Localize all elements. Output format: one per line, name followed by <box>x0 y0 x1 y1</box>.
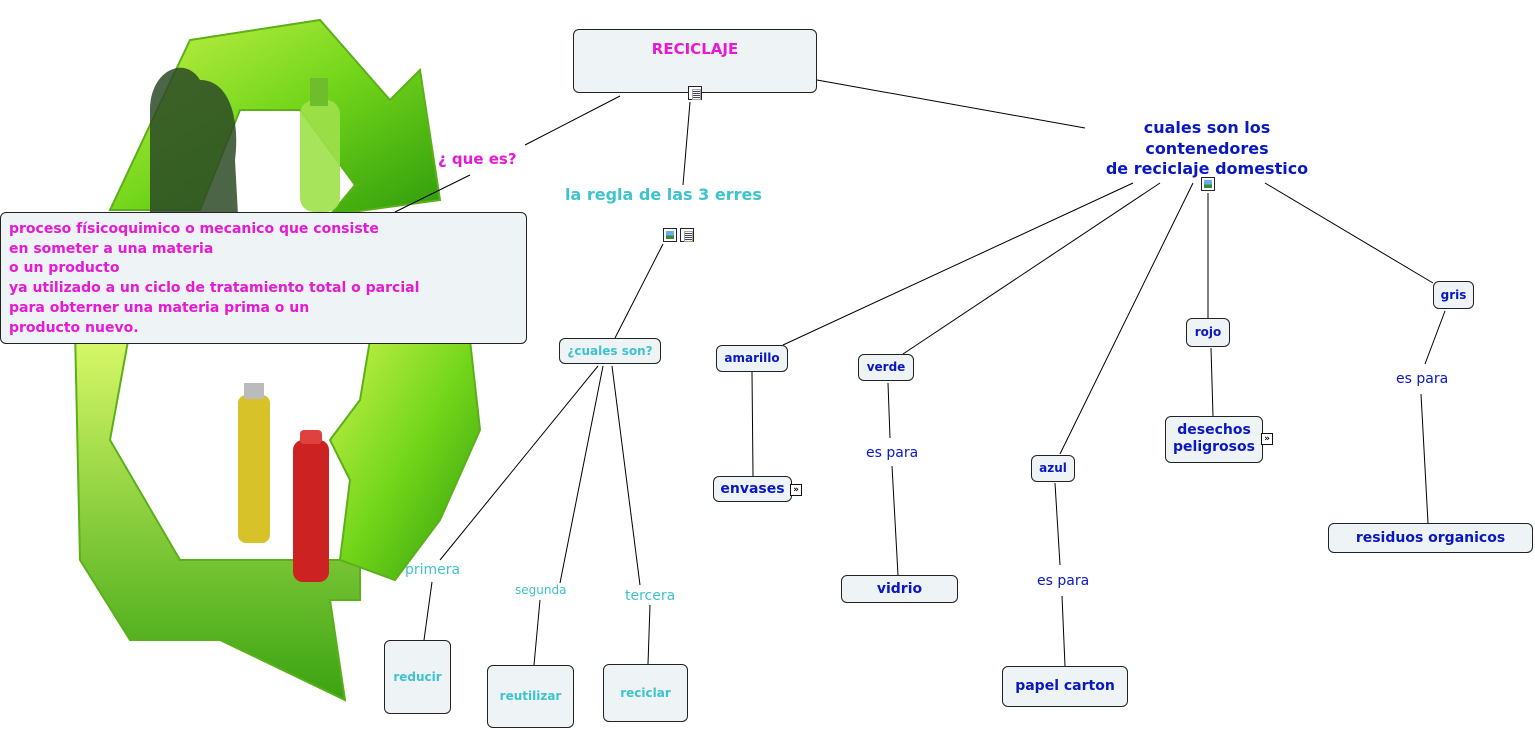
envases-label: envases <box>720 480 785 497</box>
peligrosos-line: peligrosos <box>1173 438 1255 455</box>
erres-title[interactable]: la regla de las 3 erres <box>565 185 762 204</box>
amarillo-label: amarillo <box>724 351 780 366</box>
root-title: RECICLAJE <box>651 40 739 58</box>
papel-carton-node[interactable]: papel carton <box>1002 666 1128 707</box>
contenedores-title-line: contenedores <box>1145 138 1269 158</box>
definition-line: producto nuevo. <box>9 319 139 336</box>
reutilizar-label: reutilizar <box>499 689 562 704</box>
desechos-line: desechos <box>1177 422 1251 438</box>
link-es-para-gris: es para <box>1396 371 1449 387</box>
definition-line: o un producto <box>9 260 120 277</box>
contenedores-title[interactable]: cuales son los contenedores de reciclaje… <box>1070 118 1344 180</box>
rojo-label: rojo <box>1194 325 1222 340</box>
vidrio-node[interactable]: vidrio <box>841 575 958 603</box>
link-segunda: segunda <box>515 583 567 597</box>
document-icon[interactable] <box>680 228 694 242</box>
envases-node[interactable]: envases <box>713 476 792 502</box>
link-primera: primera <box>405 562 461 578</box>
definition-line: proceso físicoquimico o mecanico que con… <box>9 221 379 237</box>
residuos-organicos-label: residuos organicos <box>1355 529 1506 546</box>
definition-line: para obterner una materia prima o un <box>9 299 310 316</box>
definition-line: en someter a una materia <box>9 240 214 257</box>
azul-node[interactable]: azul <box>1031 455 1075 482</box>
image-icon[interactable] <box>663 228 677 242</box>
verde-label: verde <box>866 360 906 375</box>
image-icon[interactable] <box>1201 177 1215 191</box>
azul-label: azul <box>1039 461 1067 476</box>
reutilizar-node[interactable]: reutilizar <box>487 665 574 728</box>
root-node[interactable]: RECICLAJE <box>573 29 817 93</box>
expand-arrow-icon[interactable]: » <box>790 484 802 496</box>
definition-node[interactable]: proceso físicoquimico o mecanico que con… <box>0 212 527 344</box>
reciclar-node[interactable]: reciclar <box>603 664 688 722</box>
reducir-node[interactable]: reducir <box>384 640 451 714</box>
gris-node[interactable]: gris <box>1433 281 1474 309</box>
gris-label: gris <box>1440 287 1467 302</box>
link-es-para-verde: es para <box>866 445 919 461</box>
papel-carton-label: papel carton <box>1015 678 1115 695</box>
que-es-link: ¿ que es? <box>438 150 517 168</box>
desechos-peligrosos-node[interactable]: desechos peligrosos <box>1165 416 1263 463</box>
vidrio-label: vidrio <box>876 580 923 597</box>
link-tercera: tercera <box>625 588 676 604</box>
verde-node[interactable]: verde <box>858 354 914 381</box>
reciclar-label: reciclar <box>620 685 671 700</box>
contenedores-title-line: de reciclaje domestico <box>1105 159 1309 178</box>
link-es-para-azul: es para <box>1037 573 1090 589</box>
cuales-son-label: ¿cuales son? <box>567 343 653 358</box>
expand-arrow-icon[interactable]: » <box>1261 433 1273 445</box>
rojo-node[interactable]: rojo <box>1186 318 1230 347</box>
residuos-organicos-node[interactable]: residuos organicos <box>1328 523 1533 553</box>
amarillo-node[interactable]: amarillo <box>716 345 788 372</box>
definition-line: ya utilizado a un ciclo de tratamiento t… <box>9 280 420 297</box>
contenedores-title-line: cuales son los <box>1143 118 1271 137</box>
document-icon[interactable] <box>688 86 702 100</box>
reducir-label: reducir <box>393 669 442 684</box>
cuales-son-node[interactable]: ¿cuales son? <box>559 338 661 364</box>
